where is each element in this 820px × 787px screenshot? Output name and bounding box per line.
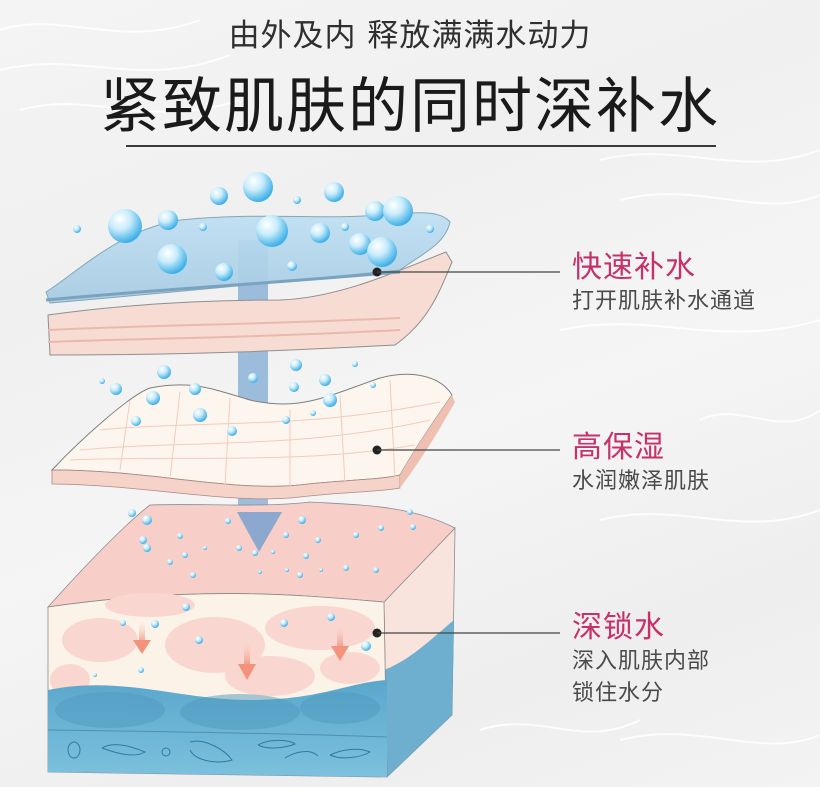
callout-connector-3 xyxy=(372,628,560,638)
callout-heading: 高保湿 xyxy=(572,430,665,465)
callout-high-moisture: 高保湿 水润嫩泽肌肤 xyxy=(572,430,710,498)
water-droplet-icon xyxy=(93,509,416,677)
callout-description: 锁住水分 xyxy=(572,681,665,706)
down-arrow-icon xyxy=(237,512,282,552)
callout-description: 打开肌肤补水通道 xyxy=(572,289,757,314)
callout-description: 水润嫩泽肌肤 xyxy=(572,469,711,494)
down-arrow-icon xyxy=(133,622,349,680)
callout-heading: 深锁水 xyxy=(572,610,665,645)
callout-connector-2 xyxy=(372,445,560,455)
skin-layers-illustration xyxy=(45,172,560,778)
subtitle: 由外及内 释放满满水动力 xyxy=(228,18,592,54)
title-divider xyxy=(126,145,716,147)
water-droplet-icon xyxy=(73,172,434,281)
callout-heading: 快速补水 xyxy=(572,250,696,285)
callout-fast-hydration: 快速补水 打开肌肤补水通道 xyxy=(572,250,756,318)
page-title: 紧致肌肤的同时深补水 xyxy=(100,72,720,142)
callout-deep-lock: 深锁水 深入肌肤内部 锁住水分 xyxy=(572,610,710,710)
callout-description: 深入肌肤内部 xyxy=(572,649,711,674)
hydration-film-layer xyxy=(45,212,453,356)
skin-cross-section-layer xyxy=(46,501,456,778)
water-droplet-icon xyxy=(99,359,376,436)
callout-connector-1 xyxy=(372,267,560,277)
